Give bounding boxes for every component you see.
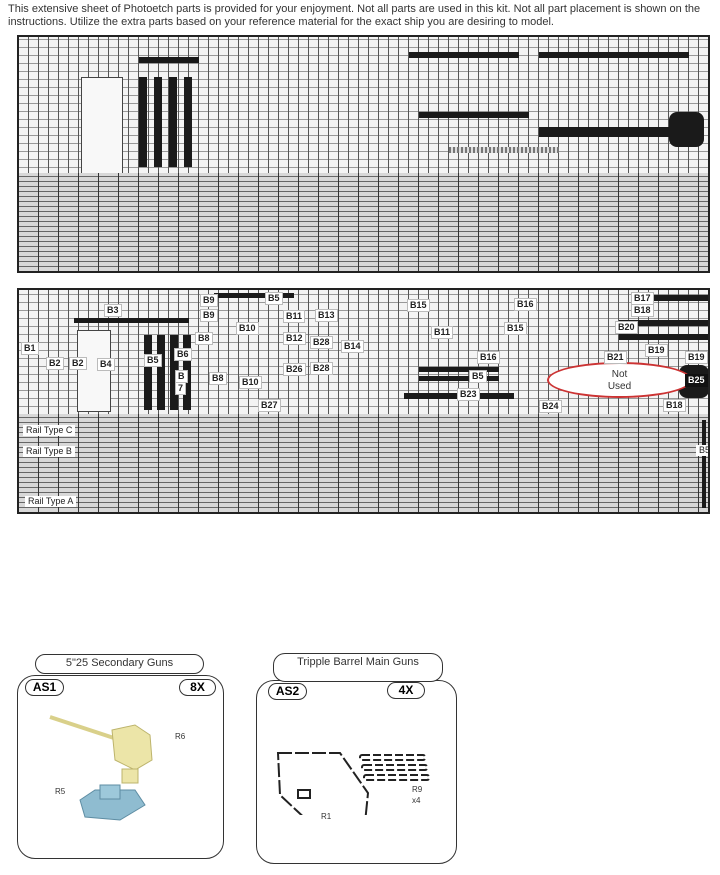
part-label: B18 (663, 399, 686, 412)
part-label: B6 (174, 348, 192, 361)
part-label: B8 (209, 372, 227, 385)
part-label: B14 (341, 340, 364, 353)
part-label: B11 (283, 310, 306, 323)
part-label: B11 (431, 326, 454, 339)
part-label: 7 (175, 382, 187, 395)
photoetch-fret-overview (17, 35, 710, 273)
part-r6-label: R6 (175, 732, 186, 741)
part-label: B9 (200, 309, 218, 322)
assembly-as2-panel (256, 680, 457, 864)
part-label: B21 (604, 351, 627, 364)
gun-r6-shape (49, 715, 153, 784)
rail-b5-label: B5 (696, 445, 708, 456)
barrels-r9-shape (359, 754, 430, 781)
part-label: B2 (46, 357, 64, 370)
part-label: B23 (457, 388, 480, 401)
part-label: B9 (200, 294, 218, 307)
part-r9-qty-label: x4 (412, 796, 421, 805)
part-label: B10 (239, 376, 262, 389)
intro-text: This extensive sheet of Photoetch parts … (8, 3, 701, 28)
part-label: B28 (310, 362, 333, 375)
secondary-gun-drawing (49, 715, 153, 821)
part-label: B26 (283, 363, 306, 376)
part-label: B19 (645, 344, 668, 357)
part-label: B19 (685, 351, 708, 364)
part-label: B5 (144, 354, 162, 367)
part-label: B27 (258, 399, 281, 412)
part-label: B5 (265, 292, 283, 305)
part-r5-label: R5 (55, 787, 66, 796)
not-used-callout: Not Used (547, 362, 692, 398)
part-label: B17 (631, 292, 654, 305)
part-label: B20 (615, 321, 638, 334)
photoetch-fret-labeled: Not Used B1 B2 B2 B3 B4 B5 B6 B 7 B8 B8 … (17, 288, 710, 514)
part-label: B2 (69, 357, 87, 370)
part-label: B8 (195, 332, 213, 345)
part-label: B1 (21, 342, 39, 355)
part-label: B12 (283, 332, 306, 345)
part-label: B24 (539, 400, 562, 413)
not-used-line2: Used (607, 381, 632, 392)
part-r1-label: R1 (321, 812, 332, 821)
part-label: B15 (407, 299, 430, 312)
part-label: B4 (97, 358, 115, 371)
part-r9-label: R9 (412, 785, 423, 794)
part-label: B25 (685, 374, 708, 387)
assembly-as1-step: AS1 (25, 679, 64, 696)
main-gun-drawing (276, 752, 430, 815)
assembly-as1-title: 5"25 Secondary Guns (35, 654, 204, 674)
part-label: B16 (514, 298, 537, 311)
base-r5-shape (79, 784, 146, 821)
assembly-as2-step: AS2 (268, 683, 307, 700)
part-label: B15 (504, 322, 527, 335)
not-used-line1: Not (611, 369, 628, 380)
rail-type-b-label: Rail Type B (23, 446, 75, 457)
rail-type-a-label: Rail Type A (25, 496, 77, 507)
part-label: B5 (469, 370, 487, 383)
part-label: B3 (104, 304, 122, 317)
assembly-as1-panel (17, 675, 224, 859)
part-label: B13 (315, 309, 338, 322)
part-label: B28 (310, 336, 333, 349)
part-label: B10 (236, 322, 259, 335)
part-label: B16 (477, 351, 500, 364)
assembly-as2-qty: 4X (387, 682, 425, 699)
assembly-as1-qty: 8X (179, 679, 216, 696)
assembly-as2-title: Tripple Barrel Main Guns (273, 653, 443, 682)
turret-r1-shape (276, 752, 370, 815)
rail-type-c-label: Rail Type C (23, 425, 76, 436)
part-label: B18 (631, 304, 654, 317)
